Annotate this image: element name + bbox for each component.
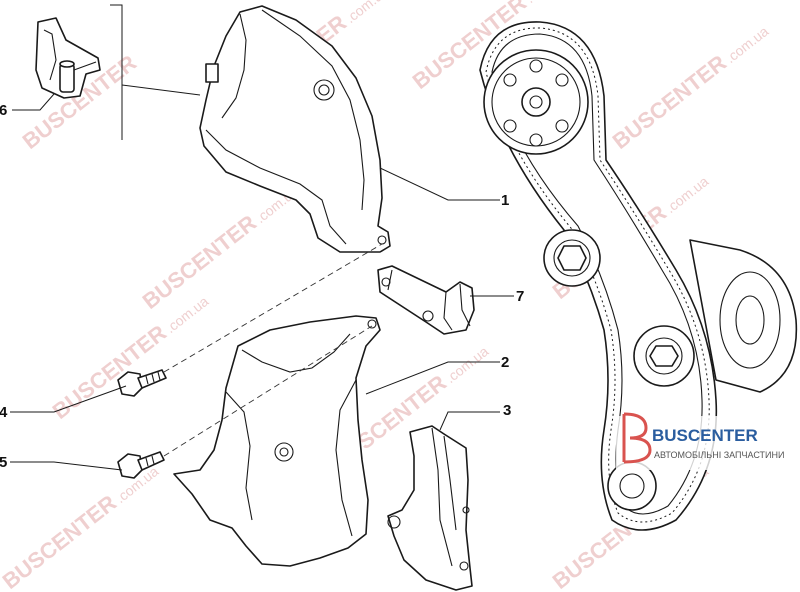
watermark-brand: BUSCENTER <box>608 50 731 154</box>
callout-6: 6 <box>0 102 7 119</box>
watermark-domain: .com.ua <box>662 173 711 216</box>
part-5-bolt <box>117 451 165 479</box>
watermark-brand: BUSCENTER <box>48 320 171 424</box>
leader-lines <box>10 93 514 471</box>
callout-4: 4 <box>0 404 8 421</box>
watermark-domain: .com.ua <box>722 23 771 66</box>
callout-5: 5 <box>0 454 7 471</box>
part-4-bolt <box>117 369 167 397</box>
buscenter-logo: BUSCENTER АВТОМОБІЛЬНІ ЗАПЧАСТИНИ <box>616 412 796 470</box>
callout-2: 2 <box>501 354 509 371</box>
logo-b-mark-icon <box>622 412 652 464</box>
logo-tagline: АВТОМОБІЛЬНІ ЗАПЧАСТИНИ <box>654 450 784 460</box>
watermark-domain: .com.ua <box>342 0 391 26</box>
assembly-lines <box>163 243 383 457</box>
part-1-upper-timing-cover <box>199 5 391 253</box>
logo-brand: BUSCENTER <box>652 426 758 445</box>
watermark-domain: .com.ua <box>442 343 491 386</box>
watermark-domain: .com.ua <box>522 0 571 6</box>
part-7-bracket <box>377 265 475 335</box>
callout-7: 7 <box>516 288 524 305</box>
callout-3: 3 <box>503 402 511 419</box>
callout-labels: 1 2 3 4 5 6 7 <box>0 102 524 471</box>
callout-1: 1 <box>501 192 509 209</box>
part-6-clip <box>35 17 101 99</box>
watermark-brand: BUSCENTER <box>0 490 121 592</box>
timing-belt-assembly <box>479 21 798 531</box>
part-3-rear-plate <box>387 425 473 591</box>
part-2-lower-timing-cover <box>173 315 381 567</box>
group-bracket <box>110 4 201 140</box>
